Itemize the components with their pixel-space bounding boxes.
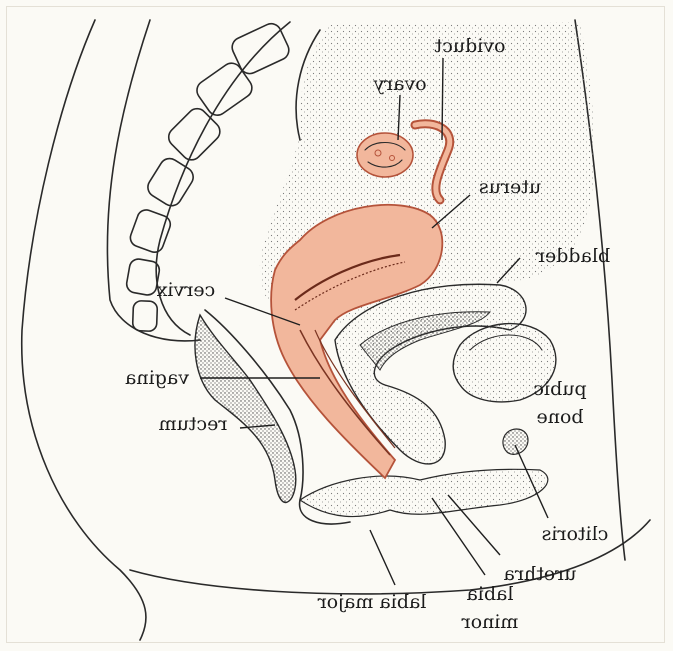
label-bladder: bladder — [535, 245, 610, 267]
perineum — [300, 469, 548, 516]
ovary — [357, 133, 413, 177]
label-labia: labia — [467, 583, 514, 605]
clitoris — [503, 429, 528, 454]
label-minor: minor — [461, 611, 519, 633]
labia-major-leader — [370, 530, 395, 585]
label-urethra: urethra — [504, 563, 577, 585]
label-clitoris: clitoris — [542, 523, 609, 545]
label-vagina: vagina — [125, 367, 190, 389]
label-labia-major: labia major — [317, 591, 427, 613]
label-bone: bone — [536, 406, 583, 428]
oviduct-leader — [442, 58, 443, 140]
label-pubic: pubic — [533, 378, 586, 400]
label-oviduct: oviduct — [434, 35, 505, 57]
label-uterus: uterus — [479, 176, 541, 198]
label-cervix: cervix — [156, 279, 215, 301]
label-rectum: rectum — [159, 413, 228, 435]
label-ovary: ovary — [373, 73, 427, 95]
